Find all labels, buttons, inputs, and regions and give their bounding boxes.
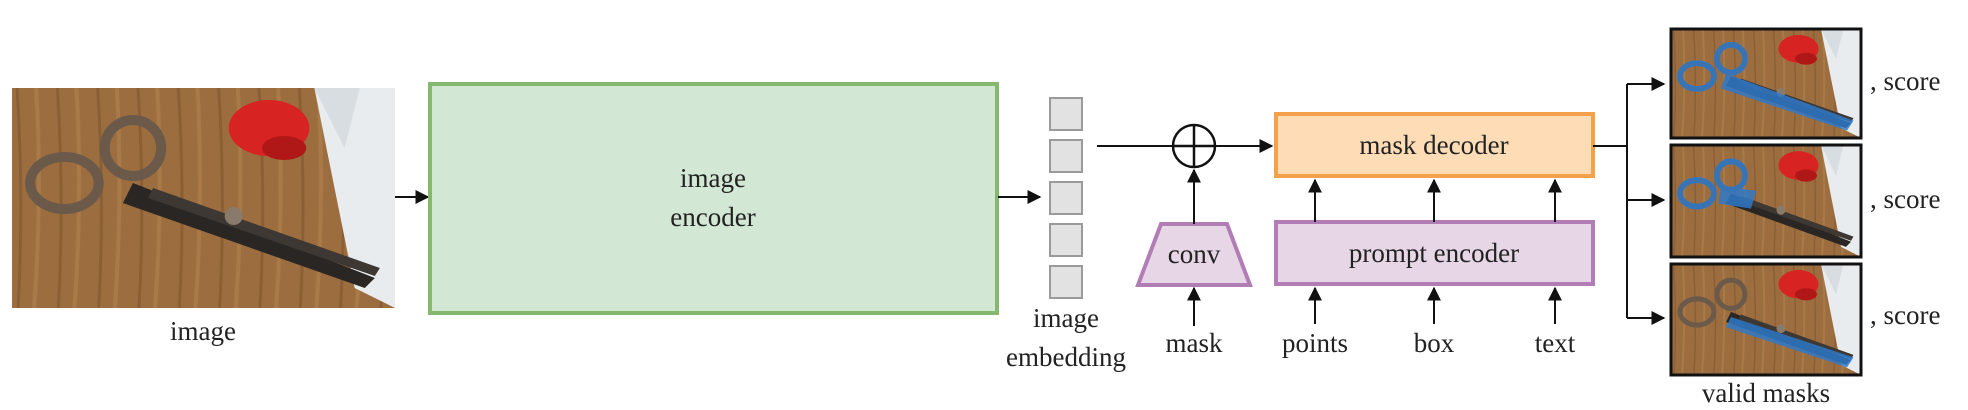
output-branch-connector xyxy=(1593,84,1628,318)
output-mask-2 xyxy=(1669,143,1863,259)
input-image xyxy=(12,88,395,308)
conv-label: conv xyxy=(1168,239,1221,269)
output-mask-3 xyxy=(1669,262,1863,377)
mask-score-label-3: , score xyxy=(1870,300,1940,330)
embedding-label-line2: embedding xyxy=(1006,342,1126,372)
prompt-encoder-block: prompt encoder xyxy=(1274,220,1595,286)
embedding-cell xyxy=(1049,181,1083,215)
image-encoder-label-line1: image xyxy=(680,163,746,193)
embedding-cell xyxy=(1049,139,1083,173)
valid-masks-caption: valid masks xyxy=(1702,378,1830,408)
image-encoder-label-line2: encoder xyxy=(670,202,755,232)
image-encoder-block: image encoder xyxy=(428,82,999,315)
embedding-cell xyxy=(1049,97,1083,131)
prompt-input-points: points xyxy=(1282,328,1348,358)
mask-decoder-block: mask decoder xyxy=(1274,112,1595,178)
embedding-cell xyxy=(1049,223,1083,257)
image-embedding-stack xyxy=(1049,97,1083,299)
prompt-input-box: box xyxy=(1414,328,1455,358)
conv-block: conv xyxy=(1135,222,1253,287)
mask-decoder-label: mask decoder xyxy=(1359,130,1508,160)
input-image-label: image xyxy=(170,316,236,346)
output-mask-1 xyxy=(1669,27,1863,140)
mask-input-label: mask xyxy=(1166,328,1223,358)
sum-operator-icon xyxy=(1171,123,1217,169)
mask-score-label-1: , score xyxy=(1870,66,1940,96)
embedding-cell xyxy=(1049,265,1083,299)
prompt-encoder-label: prompt encoder xyxy=(1349,238,1519,268)
embedding-label-line1: image xyxy=(1033,303,1099,333)
mask-score-label-2: , score xyxy=(1870,184,1940,214)
prompt-input-text: text xyxy=(1535,328,1576,358)
